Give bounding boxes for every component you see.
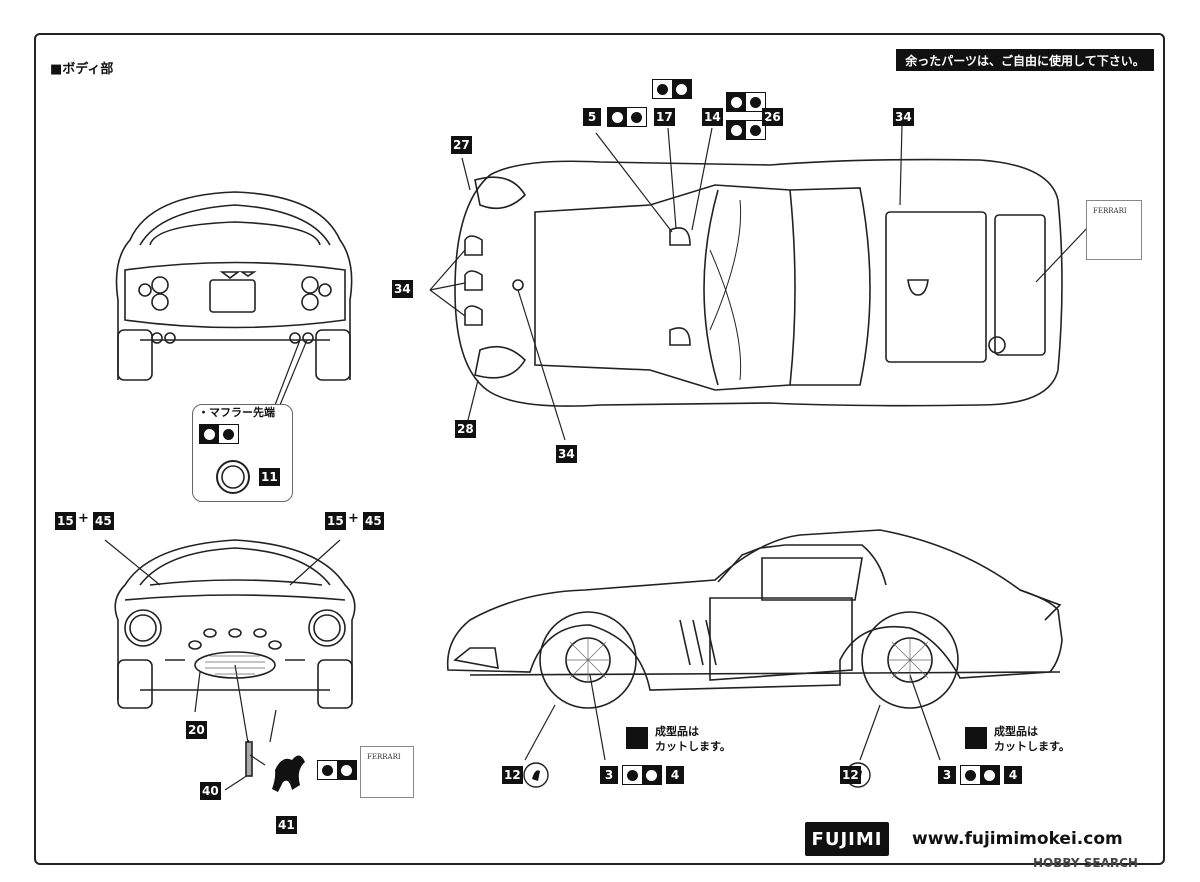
part-20-badge: 20 [186, 721, 207, 739]
part-4-badge: 4 [1004, 766, 1022, 784]
part-41-badge: 41 [276, 816, 297, 834]
paint-swatch [607, 107, 647, 127]
paint-swatch [726, 92, 766, 112]
part-5-badge: 5 [583, 108, 601, 126]
plus-sign: + [78, 511, 89, 526]
part-34-badge: 34 [556, 445, 577, 463]
part-27-badge: 27 [451, 136, 472, 154]
part-45-badge: 45 [363, 512, 384, 530]
decal-sheet: FERRARI [360, 746, 414, 798]
cut-note-line: カットします。 [994, 740, 1070, 753]
cut-note-line: カットします。 [655, 740, 731, 753]
cut-note: 成型品は カットします。 [655, 724, 731, 754]
part-4-badge: 4 [666, 766, 684, 784]
paint-swatch [652, 79, 692, 99]
part-34-badge: 34 [392, 280, 413, 298]
decal-sheet: FERRARI [1086, 200, 1142, 260]
paint-swatch [317, 760, 357, 780]
part-3-badge: 3 [938, 766, 956, 784]
part-14-badge: 14 [702, 108, 723, 126]
part-15-badge: 15 [325, 512, 346, 530]
part-28-badge: 28 [455, 420, 476, 438]
part-15-badge: 15 [55, 512, 76, 530]
part-12-badge: 12 [840, 766, 861, 784]
front-view-car [104, 539, 356, 791]
watermark: HOBBY SEARCH [1033, 856, 1138, 870]
part-12-badge: 12 [502, 766, 523, 784]
plus-sign: + [348, 511, 359, 526]
muffler-tip-label: ・マフラー先端 [198, 406, 275, 419]
cut-note-line: 成型品は [994, 725, 1038, 738]
part-17-badge: 17 [654, 108, 675, 126]
instruction-sheet-frame [34, 33, 1165, 865]
website-url: www.fujimimokei.com [912, 829, 1123, 849]
part-45-badge: 45 [93, 512, 114, 530]
part-3-badge: 3 [600, 766, 618, 784]
decal-label: FERRARI [1093, 207, 1127, 215]
paint-swatch [622, 765, 662, 785]
spare-parts-note: 余ったパーツは、ご自由に使用して下さい。 [896, 49, 1154, 71]
part-40-badge: 40 [200, 782, 221, 800]
cut-marker-icon [626, 727, 648, 749]
rear-view-car [115, 191, 353, 406]
cut-marker-icon [965, 727, 987, 749]
part-26-badge: 26 [762, 108, 783, 126]
section-title: ■ボディ部 [50, 62, 114, 77]
muffler-tip-callout [192, 404, 293, 502]
paint-swatch [199, 424, 239, 444]
side-view-car [446, 529, 1063, 761]
fujimi-logo: FUJIMI [805, 822, 889, 856]
part-34-badge: 34 [893, 108, 914, 126]
decal-label: FERRARI [367, 753, 401, 761]
paint-swatch [726, 120, 766, 140]
cut-note-line: 成型品は [655, 725, 699, 738]
top-view-car [429, 124, 1091, 441]
cut-note: 成型品は カットします。 [994, 724, 1070, 754]
part-11-badge: 11 [259, 468, 280, 486]
paint-swatch [960, 765, 1000, 785]
